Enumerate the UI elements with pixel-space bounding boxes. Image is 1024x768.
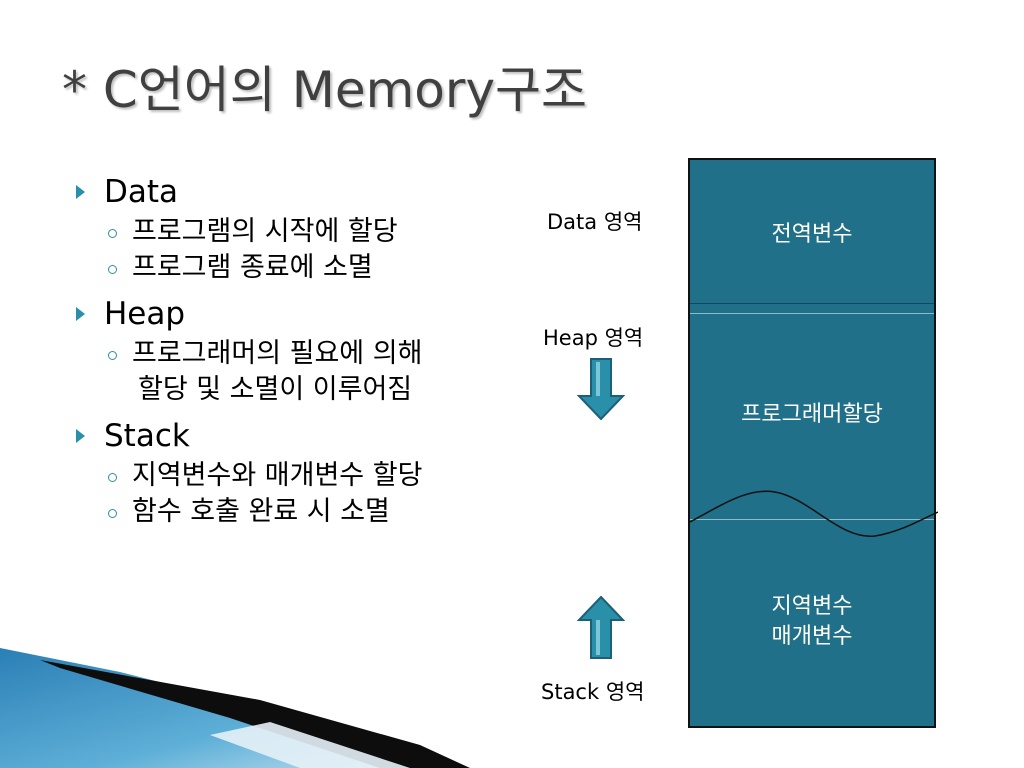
- bullet-data: Data: [74, 170, 422, 214]
- wave-boundary: [690, 490, 938, 537]
- data-region-label: Data 영역: [547, 210, 643, 234]
- sub-bullet-text: 프로그래머의 필요에 의해: [132, 338, 423, 369]
- stack-cell-text-1: 지역변수: [771, 594, 853, 619]
- bullet-label: Stack: [104, 418, 190, 454]
- circle-bullet-icon: [108, 509, 117, 518]
- bullet-list: Data 프로그램의 시작에 할당 프로그램 종료에 소멸 Heap 프로그래머…: [74, 168, 422, 530]
- sub-bullet-continuation: 할당 및 소멸이 이루어짐: [74, 372, 422, 408]
- circle-bullet-icon: [108, 351, 117, 360]
- sub-bullet-text: 할당 및 소멸이 이루어짐: [138, 374, 413, 405]
- triangle-bullet-icon: [76, 307, 85, 321]
- sub-bullet-text: 프로그램의 시작에 할당: [132, 216, 398, 247]
- data-cell-text: 전역변수: [771, 222, 853, 247]
- stack-region-label: Stack 영역: [541, 680, 645, 704]
- sub-bullet: 프로그램의 시작에 할당: [74, 214, 422, 250]
- circle-bullet-icon: [108, 265, 117, 274]
- divider-line: [690, 303, 934, 304]
- heap-cell-text: 프로그래머할당: [741, 402, 883, 427]
- triangle-bullet-icon: [76, 429, 85, 443]
- sub-bullet: 함수 호출 완료 시 소멸: [74, 494, 422, 530]
- sub-bullet-text: 프로그램 종료에 소멸: [132, 252, 373, 283]
- stack-cell-text-2: 매개변수: [771, 624, 853, 649]
- sub-bullet: 지역변수와 매개변수 할당: [74, 458, 422, 494]
- sub-bullet: 프로그래머의 필요에 의해: [74, 336, 422, 372]
- page-title: * C언어의 Memory구조: [62, 61, 588, 119]
- bullet-label: Data: [104, 174, 179, 210]
- memory-block: 전역변수 프로그래머할당 지역변수 매개변수: [688, 158, 938, 728]
- divider-line: [690, 313, 934, 314]
- sub-bullet-text: 지역변수와 매개변수 할당: [132, 460, 423, 491]
- bullet-heap: Heap: [74, 292, 422, 336]
- up-arrow-icon: [576, 596, 626, 659]
- bullet-stack: Stack: [74, 414, 422, 458]
- circle-bullet-icon: [108, 473, 117, 482]
- sub-bullet-text: 함수 호출 완료 시 소멸: [132, 496, 390, 527]
- sub-bullet: 프로그램 종료에 소멸: [74, 250, 422, 286]
- triangle-bullet-icon: [76, 185, 85, 199]
- divider-line: [690, 519, 934, 520]
- down-arrow-icon: [576, 358, 626, 420]
- heap-region-label: Heap 영역: [543, 326, 644, 350]
- bullet-label: Heap: [104, 296, 186, 332]
- circle-bullet-icon: [108, 229, 117, 238]
